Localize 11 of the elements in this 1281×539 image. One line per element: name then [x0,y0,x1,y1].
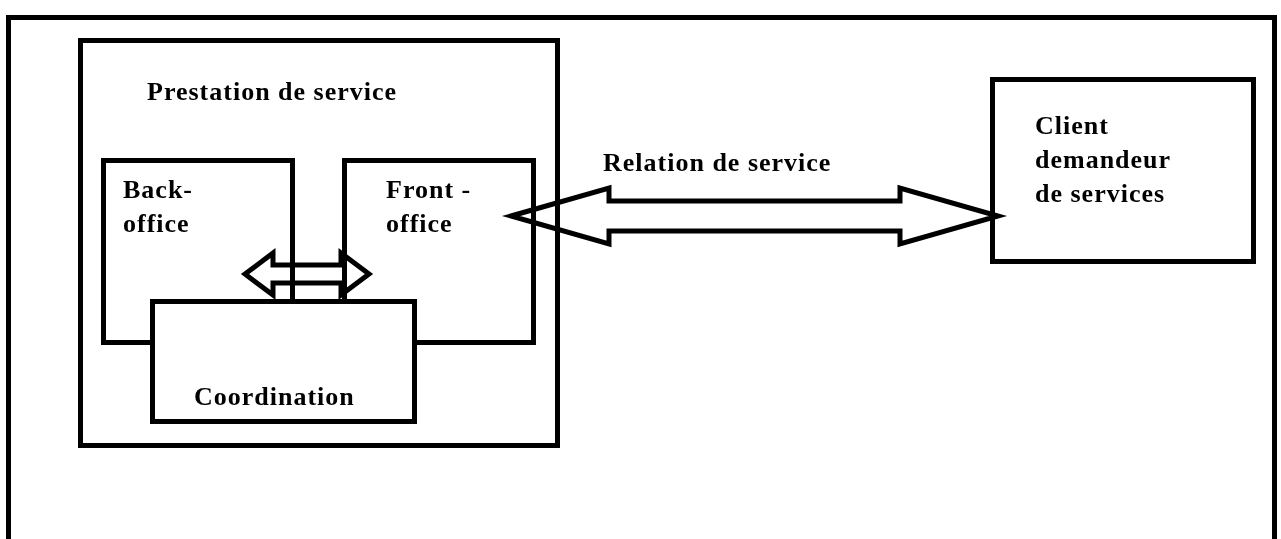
process-box [990,77,1256,264]
node-label: Back- office [123,174,194,240]
edge-label: Relation de service [603,147,832,179]
process-box [150,299,417,424]
node-label: Client demandeur de services [1035,110,1172,210]
node-label: Front - office [386,174,473,240]
node-label: Prestation de service [147,76,399,108]
double-arrow [501,184,1008,248]
double-arrow [240,248,374,300]
node-label: Coordination [194,381,356,413]
process-box [78,38,560,448]
